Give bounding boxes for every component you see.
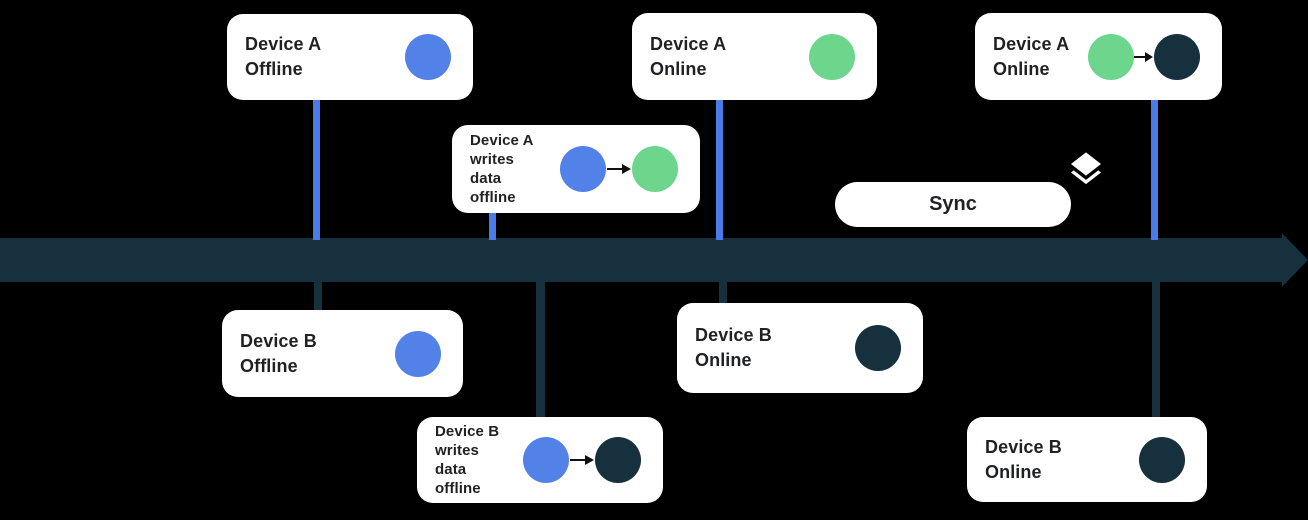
- connector-device-b-writes: [536, 280, 545, 419]
- synced-dot-navy: [1154, 33, 1200, 80]
- card-device-a-online-2: Device A Online: [975, 13, 1222, 100]
- card-label: Device A Offline: [245, 34, 322, 79]
- offline-dot-blue: [523, 437, 569, 483]
- card-label: Device B Online: [695, 325, 772, 370]
- offline-dot-blue: [395, 330, 441, 377]
- connector-device-a-online-1: [716, 98, 723, 240]
- arrow-right-icon: [1134, 51, 1153, 62]
- card-device-b-online-2: Device B Online: [967, 417, 1207, 502]
- arrow-right-icon: [570, 455, 594, 465]
- online-dot-navy: [855, 325, 901, 371]
- status-dots: [395, 330, 441, 377]
- offline-dot-blue: [560, 146, 606, 192]
- card-device-b-offline: Device B Offline: [222, 310, 463, 397]
- synced-dot-navy: [595, 437, 641, 483]
- card-device-b-online-1: Device B Online: [677, 303, 923, 393]
- connector-device-b-online-1: [719, 280, 727, 305]
- sync-label: Sync: [929, 193, 977, 215]
- online-dot-green: [1088, 33, 1134, 80]
- online-dot-green: [632, 146, 678, 192]
- status-dots: [809, 33, 855, 80]
- status-dots: [1088, 33, 1200, 80]
- status-dots: [855, 325, 901, 371]
- status-dots: [523, 437, 641, 483]
- card-device-a-writes-data-offline: Device A writes data offline: [452, 125, 700, 213]
- status-dots: [1139, 436, 1185, 483]
- offline-dot-blue: [405, 34, 451, 80]
- card-label: Device A Online: [993, 33, 1070, 79]
- arrow-right-icon: [607, 164, 631, 174]
- connector-device-a-writes: [489, 211, 496, 240]
- card-label: Device B writes data offline: [435, 423, 500, 497]
- timeline-arrowhead-icon: [1282, 233, 1308, 287]
- connector-device-b-online-2: [1152, 280, 1160, 419]
- card-device-a-online-1: Device A Online: [632, 13, 877, 100]
- online-dot-navy: [1139, 436, 1185, 483]
- connector-device-b-offline: [314, 280, 322, 312]
- timeline-arrow-body: [0, 238, 1286, 282]
- card-label: Device B Online: [985, 436, 1062, 482]
- card-device-b-writes-data-offline: Device B writes data offline: [417, 417, 663, 503]
- card-label: Device A Online: [650, 33, 727, 79]
- card-device-a-offline: Device A Offline: [227, 14, 473, 100]
- layers-icon: [1071, 152, 1101, 185]
- status-dots: [405, 34, 451, 80]
- connector-device-a-online-2: [1151, 98, 1158, 240]
- card-label: Device B Offline: [240, 330, 317, 376]
- online-dot-green: [809, 33, 855, 80]
- sync-pill: Sync: [835, 182, 1071, 227]
- status-dots: [560, 146, 678, 192]
- card-label: Device A writes data offline: [470, 132, 534, 206]
- connector-device-a-offline: [313, 98, 320, 240]
